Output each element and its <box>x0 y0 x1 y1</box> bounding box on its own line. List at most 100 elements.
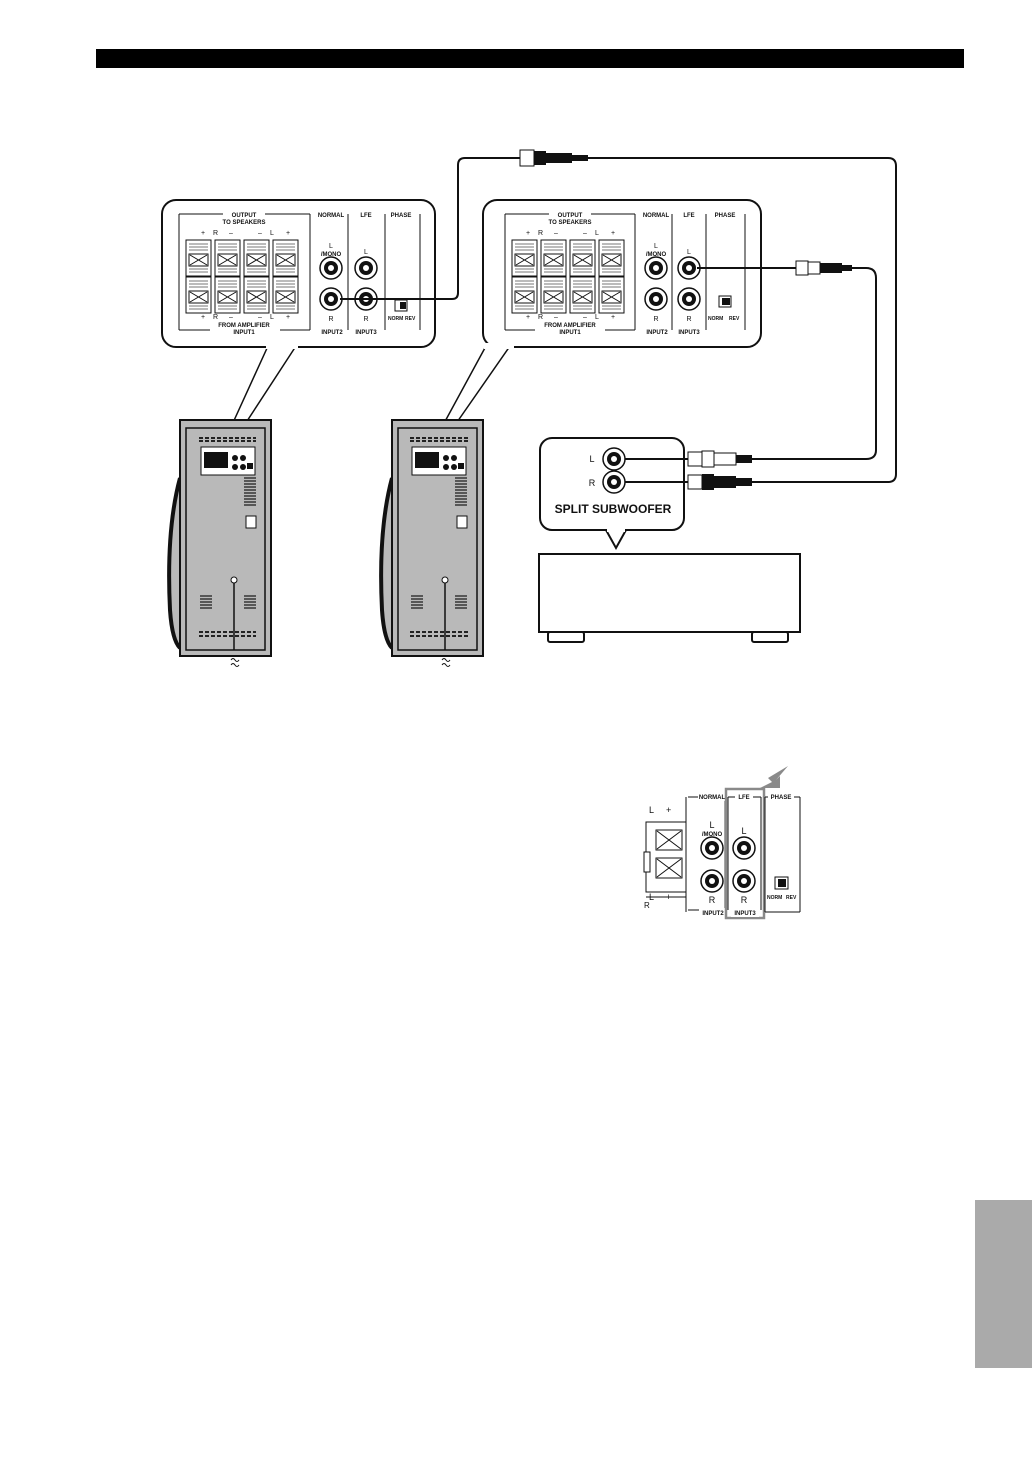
phase-label: PHASE <box>715 213 736 219</box>
l-mark: L <box>364 249 368 256</box>
page-header-bar <box>96 49 964 68</box>
from-amplifier-label: FROM AMPLIFIER <box>544 323 596 329</box>
amp-left-jack <box>602 447 626 471</box>
r-mark: R <box>538 230 543 237</box>
input1-label: INPUT1 <box>233 330 255 336</box>
minus-sign: – <box>583 230 587 237</box>
mono-label: /MONO <box>702 832 723 838</box>
minus-sign: – <box>229 314 233 321</box>
norm-label: NORM <box>767 895 782 901</box>
output-label: OUTPUT <box>232 213 257 219</box>
input3-label: INPUT3 <box>355 330 377 336</box>
l-mark: L <box>741 826 746 836</box>
plus-sign: + <box>286 314 290 321</box>
lfe-label: LFE <box>360 213 371 219</box>
amp-cable-plugs <box>687 450 752 490</box>
input1-label: INPUT1 <box>559 330 581 336</box>
mono-label: /MONO <box>321 252 342 258</box>
detail-inset-lfe: L + L + R NORMAL L /MONO R INPUT2 LFE L <box>643 766 801 920</box>
mono-label: /MONO <box>646 252 667 258</box>
amp-right-jack <box>602 470 626 494</box>
phase-label: PHASE <box>771 795 792 801</box>
normal-label: NORMAL <box>699 795 726 801</box>
input2-left-jack <box>319 256 343 280</box>
r-mark: R <box>213 314 218 321</box>
plus-sign: + <box>666 892 671 902</box>
section-side-tab <box>975 1200 1032 1368</box>
amplifier-unit <box>538 553 801 643</box>
lfe-label: LFE <box>738 795 749 801</box>
input3-left-jack <box>354 256 378 280</box>
panel-callout-left: OUTPUT TO SPEAKERS + R – – L + + R – – L… <box>161 199 436 439</box>
plus-sign: + <box>611 314 615 321</box>
r-mark: R <box>653 316 658 323</box>
rev-label: REV <box>405 316 416 322</box>
input3-label: INPUT3 <box>678 330 700 336</box>
l-mark: L <box>270 230 274 237</box>
l-mark: L <box>649 892 654 902</box>
norm-label: NORM <box>388 316 403 322</box>
r-mark: R <box>709 895 716 905</box>
plus-sign: + <box>526 314 530 321</box>
plus-sign: + <box>286 230 290 237</box>
r-mark: R <box>538 314 543 321</box>
l-mark: L <box>329 243 333 250</box>
plus-sign: + <box>526 230 530 237</box>
minus-sign: – <box>554 314 558 321</box>
amplifier-callout: L R SPLIT SUBWOOFER <box>539 437 688 551</box>
amp-l-mark: L <box>589 454 594 464</box>
l-mark: L <box>270 314 274 321</box>
input3-left-jack <box>677 256 701 280</box>
r-mark: R <box>328 316 333 323</box>
r-mark: R <box>686 316 691 323</box>
r-mark: R <box>363 316 368 323</box>
l-mark: L <box>595 230 599 237</box>
l-mark: L <box>709 820 714 830</box>
minus-sign: – <box>583 314 587 321</box>
rev-label: REV <box>729 316 740 322</box>
plus-sign: + <box>666 805 671 815</box>
norm-label: NORM <box>708 316 723 322</box>
input2-right-jack <box>644 287 668 311</box>
l-mark: L <box>687 249 691 256</box>
normal-label: NORMAL <box>643 213 670 219</box>
rca-cable-left-to-amp <box>340 149 897 483</box>
amp-r-mark: R <box>589 478 596 488</box>
subwoofer-right <box>379 419 484 667</box>
input2-label: INPUT2 <box>321 330 343 336</box>
from-amplifier-label: FROM AMPLIFIER <box>218 323 270 329</box>
panel-callout-right: OUTPUT TO SPEAKERS + R – – L + + R – – L… <box>435 199 762 439</box>
to-speakers-label: TO SPEAKERS <box>223 220 266 226</box>
pointer-arrow-icon <box>760 766 788 788</box>
output-label: OUTPUT <box>558 213 583 219</box>
input2-label: INPUT2 <box>646 330 668 336</box>
subwoofer-left <box>167 419 272 667</box>
r-mark: R <box>644 901 650 910</box>
plus-sign: + <box>201 314 205 321</box>
minus-sign: – <box>258 314 262 321</box>
to-speakers-label: TO SPEAKERS <box>549 220 592 226</box>
minus-sign: – <box>258 230 262 237</box>
r-mark: R <box>213 230 218 237</box>
minus-sign: – <box>554 230 558 237</box>
input2-right-jack <box>319 287 343 311</box>
input3-label: INPUT3 <box>734 911 756 917</box>
normal-label: NORMAL <box>318 213 345 219</box>
lfe-highlight-box <box>724 787 766 920</box>
lfe-label: LFE <box>683 213 694 219</box>
l-mark: L <box>595 314 599 321</box>
r-mark: R <box>741 895 748 905</box>
rca-cable-right-to-amp <box>697 260 877 460</box>
split-subwoofer-label: SPLIT SUBWOOFER <box>555 502 672 516</box>
plus-sign: + <box>611 230 615 237</box>
l-mark: L <box>654 243 658 250</box>
input2-left-jack <box>644 256 668 280</box>
input2-label: INPUT2 <box>702 911 724 917</box>
plus-sign: + <box>201 230 205 237</box>
minus-sign: – <box>229 230 233 237</box>
input3-right-jack <box>677 287 701 311</box>
rev-label: REV <box>786 895 797 901</box>
l-mark: L <box>649 805 654 815</box>
phase-label: PHASE <box>391 213 412 219</box>
